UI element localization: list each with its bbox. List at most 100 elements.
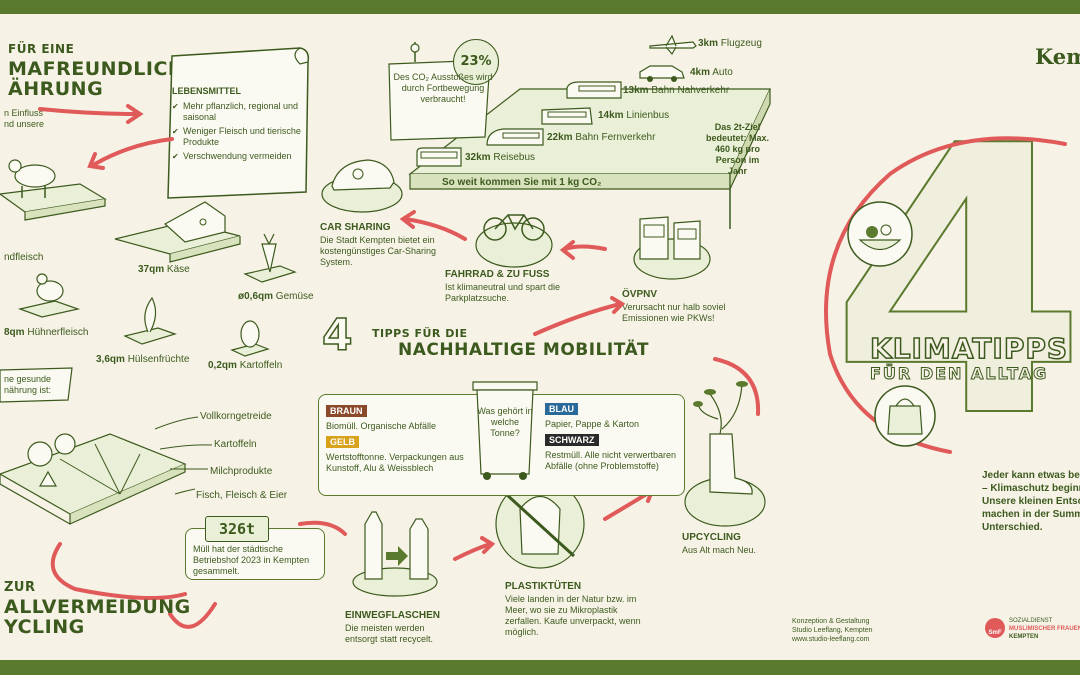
food-label-beef: ndfleisch	[4, 252, 44, 263]
nutrition-intro-line1: n Einfluss	[4, 108, 44, 118]
bottles-title: EINWEGFLASCHEN	[345, 610, 440, 621]
plastic-bag-icon	[495, 479, 585, 569]
tipps-heading-line2: NACHHALTIGE MOBILITÄT	[398, 340, 649, 360]
org-logo-line: SOZIALDIENST	[1009, 618, 1053, 624]
quote-line: Unterschied.	[982, 522, 1043, 533]
bike-title: FAHRRAD & ZU FUSS	[445, 269, 550, 280]
car-sharing-icon	[321, 159, 403, 213]
bin-yellow-text: Wertstofftonne. Verpackungen aus Kunstof…	[326, 452, 464, 473]
upcycling-title: UPCYCLING	[682, 532, 741, 543]
mobility-arrows	[399, 210, 626, 336]
food-label-vegetables: ø0,6qm Gemüse	[238, 291, 314, 302]
bins-question: Was gehört in welche Tonne?	[477, 406, 533, 438]
food-label-potatoes: 0,2qm Kartoffeln	[208, 360, 283, 371]
waste-stat-text: Müll hat der städtische Betriebshof 2023…	[193, 544, 310, 576]
food-label-legumes: 3,6qm Hülsenfrüchte	[96, 354, 190, 365]
quote-line: machen in der Summ	[982, 509, 1080, 520]
nutrition-title-line1: FÜR EINE	[8, 42, 75, 56]
airplane-icon	[649, 34, 697, 56]
credit-line: Konzeption & Gestaltung	[792, 618, 870, 625]
nutrition-title-line3: ÄHRUNG	[8, 78, 104, 100]
org-logo-text: SOZIALDIENST MUSLIMISCHER FRAUEN KEMPTEN	[1009, 617, 1080, 641]
percent-badge: 23%	[453, 39, 499, 85]
poster: FÜR EINE MAFREUNDLICHE ÄHRUNG n Einfluss…	[0, 14, 1080, 660]
bin-blue: BLAU Papier, Pappe & Karton	[545, 399, 680, 430]
legumes-icon	[123, 296, 177, 345]
bags-title: PLASTIKTÜTEN	[505, 581, 582, 592]
food-card-item: Verschwendung vermeiden	[172, 151, 302, 162]
bin-yellow: GELB Wertstofftonne. Verpackungen aus Ku…	[326, 432, 466, 474]
org-logo-icon: SmF	[985, 618, 1005, 638]
credit-line: www.studio-leeflang.com	[792, 636, 870, 643]
healthy-item: Kartoffeln	[214, 439, 257, 450]
healthy-item: Vollkorngetreide	[200, 411, 272, 422]
vegetable-icon	[243, 233, 297, 283]
coach-icon	[416, 147, 462, 167]
healthy-heading-line2: nährung ist:	[4, 385, 52, 395]
chicken-icon	[17, 273, 81, 318]
opnv-text: Verursacht nur halb soviel Emissionen wi…	[622, 302, 726, 323]
healthy-item: Fisch, Fleisch & Eier	[196, 490, 288, 501]
local-train-icon	[566, 81, 622, 99]
brand-name: Kem	[1035, 44, 1080, 69]
food-plate-icon	[0, 433, 187, 525]
upcycling-text: Aus Alt mach Neu.	[682, 545, 757, 555]
cheese-icon	[114, 201, 241, 263]
bags-text: Viele landen in der Natur bzw. im Meer, …	[505, 594, 641, 637]
klima-heading-line2: FÜR DEN ALLTAG	[869, 364, 1049, 384]
bin-black: SCHWARZ Restmüll. Alle nicht verwertbare…	[545, 430, 680, 472]
bin-black-tag: SCHWARZ	[545, 434, 599, 446]
quote: Jeder kann etwas bew – Klimaschutz begin…	[982, 469, 1080, 534]
bin-blue-tag: BLAU	[545, 403, 578, 415]
distance-car: 4km Auto	[690, 67, 733, 78]
bicycle-icon	[475, 214, 553, 268]
boot-plant-icon	[684, 381, 766, 527]
food-label-cheese: 37qm Käse	[138, 264, 190, 275]
quote-line: Jeder kann etwas bew	[982, 470, 1080, 481]
bike-text: Ist klimaneutral und spart die Parkplatz…	[445, 282, 561, 303]
car-icon	[639, 65, 685, 82]
bottles-icon	[352, 511, 438, 597]
klima-heading-line1: KLIMATIPPS	[869, 331, 1069, 366]
climate-circle	[824, 136, 1067, 454]
distance-bus: 14km Linienbus	[598, 110, 670, 121]
tipps-heading-line1: TIPPS FÜR DIE	[372, 327, 468, 340]
food-card-item: Weniger Fleisch und tierische Produkte	[172, 126, 302, 148]
tipps-number: 4	[321, 310, 353, 361]
food-card-item: Mehr pflanzlich, regional und saisonal	[172, 101, 302, 123]
org-logo-mark: SmF	[988, 630, 1002, 636]
org-logo-line: KEMPTEN	[1009, 634, 1039, 640]
nutrition-intro-line2: nd unsere	[4, 119, 45, 129]
bin-brown: BRAUN Biomüll. Organische Abfälle	[326, 401, 466, 432]
opnv-title: ÖVPNV	[622, 289, 658, 300]
healthy-item: Milchprodukte	[210, 466, 273, 477]
credits: Konzeption & Gestaltung Studio Leeflang,…	[792, 617, 873, 644]
road-slab-icon	[408, 88, 771, 229]
carsharing-text: Die Stadt Kempten bietet ein kostengünst…	[320, 235, 437, 267]
bottles-text: Die meisten werden entsorgt statt recyce…	[345, 623, 434, 644]
goal-text: Das 2t-Ziel bedeutet: Max. 460 kg pro Pe…	[705, 122, 769, 176]
carsharing-title: CAR SHARING	[320, 222, 391, 233]
potato-icon	[230, 320, 270, 357]
healthy-sign-icon	[0, 367, 73, 403]
road-caption: So weit kommen Sie mit 1 kg CO₂	[442, 177, 602, 188]
distance-plane: 3km Flugzeug	[698, 38, 762, 49]
healthy-heading-line1: ne gesunde	[4, 374, 52, 384]
bus-icon	[541, 107, 593, 125]
bin-yellow-tag: GELB	[326, 436, 360, 448]
distance-local-train: 13km Bahn Nahverkehr	[623, 85, 730, 96]
waste-stat-value: 326t	[205, 516, 269, 542]
food-card-title: LEBENSMITTEL	[172, 86, 241, 96]
trash-bin-icon	[472, 381, 538, 480]
bin-black-text: Restmüll. Alle nicht verwertbaren Abfäll…	[545, 450, 677, 471]
waste-title-line3: YCLING	[4, 616, 85, 638]
distance-coach: 32km Reisebus	[465, 152, 536, 163]
cow-icon	[0, 159, 107, 221]
quote-line: Unsere kleinen Entsc	[982, 496, 1080, 507]
food-card: LEBENSMITTEL Mehr pflanzlich, regional u…	[172, 86, 302, 165]
intercity-train-icon	[486, 128, 544, 146]
quote-line: – Klimaschutz beginnt	[982, 483, 1080, 494]
bin-blue-text: Papier, Pappe & Karton	[545, 419, 640, 429]
org-logo-line: MUSLIMISCHER FRAUEN	[1009, 626, 1080, 632]
public-transport-icon	[633, 216, 711, 280]
